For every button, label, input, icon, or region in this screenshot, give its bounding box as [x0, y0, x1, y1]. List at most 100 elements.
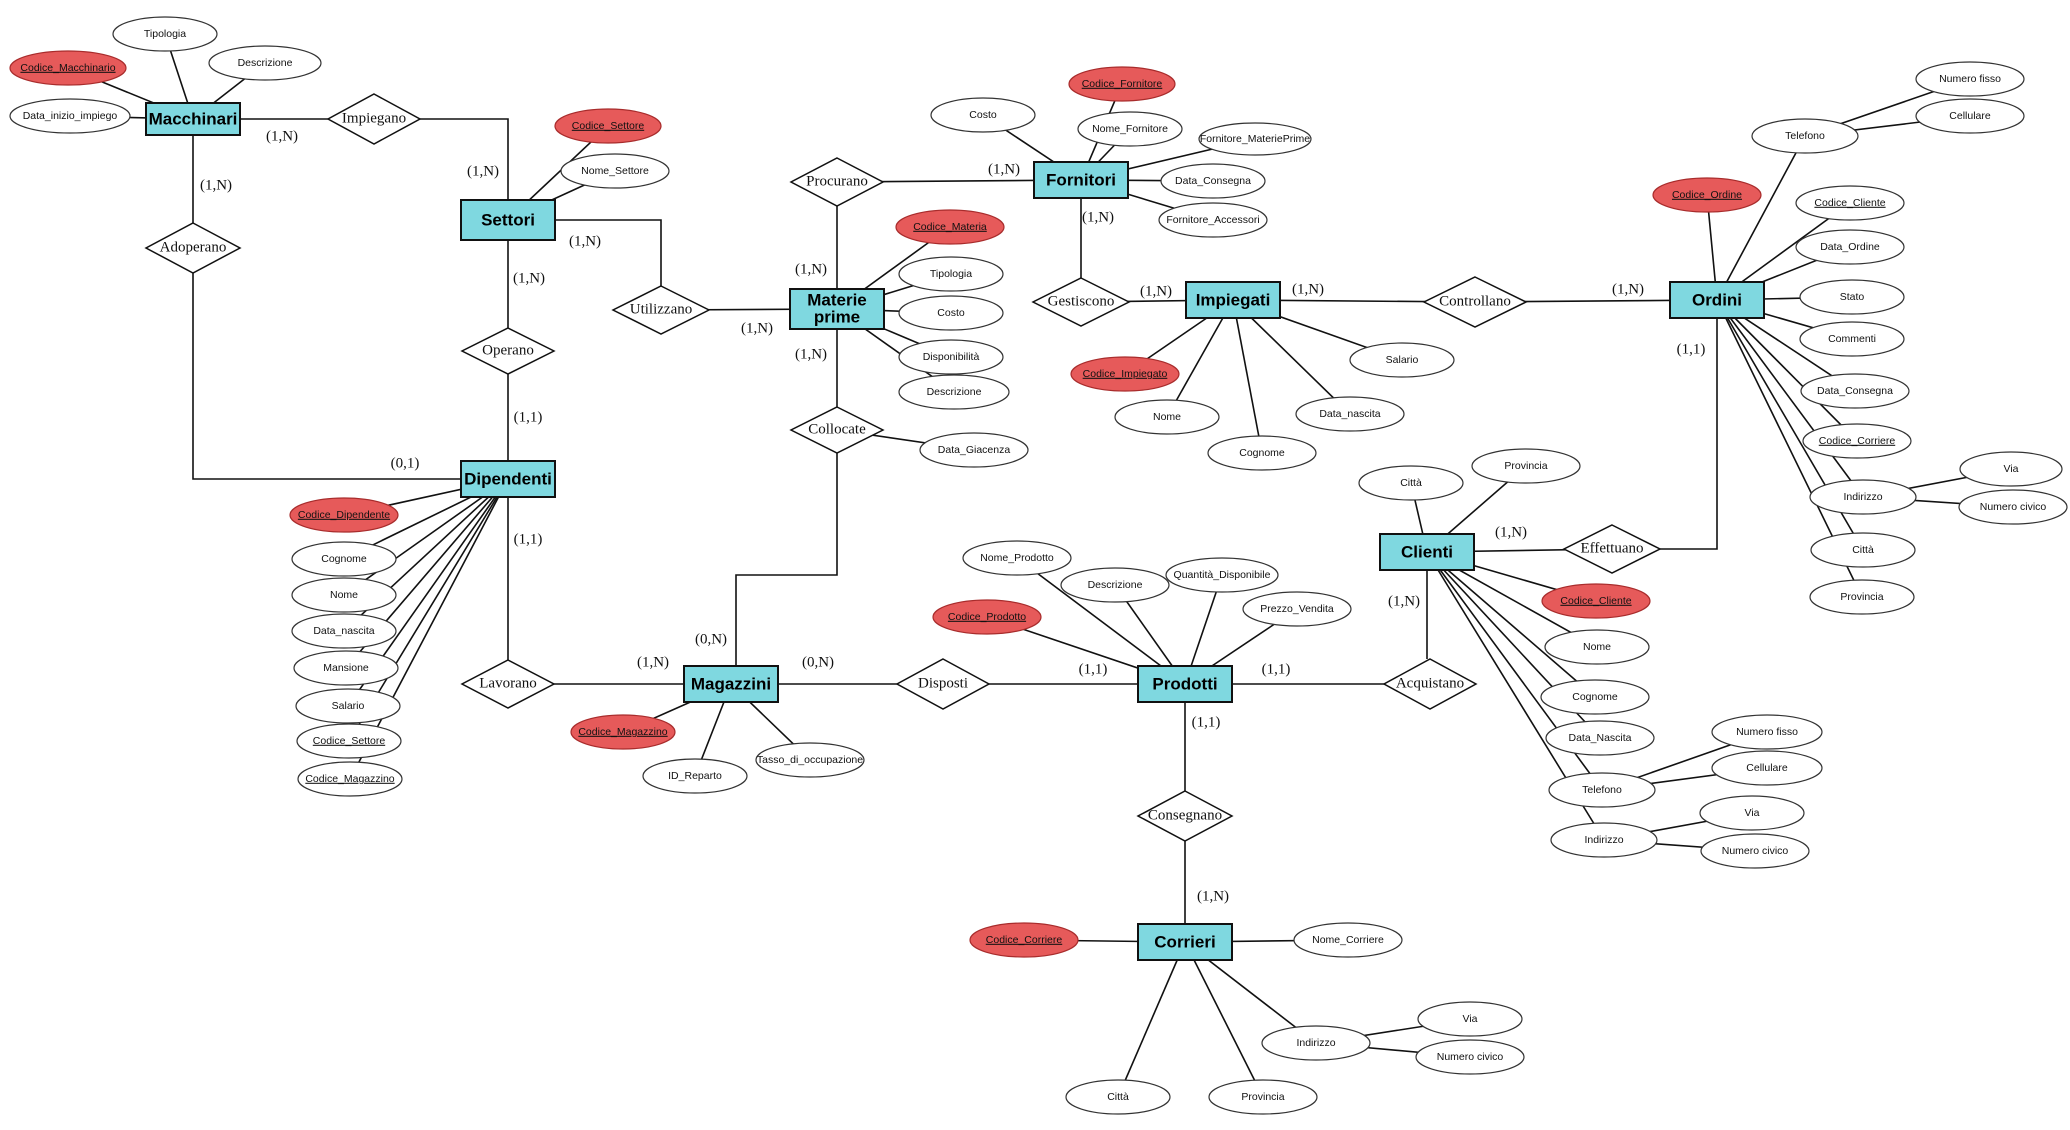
- relationship-controllano[interactable]: Controllano: [1422, 276, 1528, 328]
- attribute-disponibilita[interactable]: Disponibilità: [898, 339, 1004, 375]
- attribute-provincia-cr[interactable]: Provincia: [1208, 1079, 1318, 1115]
- relationship-utilizzano[interactable]: Utilizzano: [611, 285, 711, 335]
- attribute-nome-fornitore[interactable]: Nome_Fornitore: [1077, 111, 1183, 147]
- attribute-telefono-o[interactable]: Telefono: [1751, 118, 1859, 154]
- entity-prodotti[interactable]: Prodotti: [1137, 665, 1233, 703]
- attribute-codice-dipendente[interactable]: Codice_Dipendente: [289, 497, 399, 533]
- relationship-lavorano[interactable]: Lavorano: [460, 659, 556, 709]
- attribute-data-nascita-c[interactable]: Data_Nascita: [1545, 720, 1655, 756]
- attribute-data-nascita-d[interactable]: Data_nascita: [291, 613, 397, 649]
- attribute-via-cr[interactable]: Via: [1417, 1001, 1523, 1037]
- attribute-provincia-c[interactable]: Provincia: [1471, 448, 1581, 484]
- connector-impiegati-cognome-i: [1232, 299, 1263, 454]
- attribute-citta-cr[interactable]: Città: [1065, 1079, 1171, 1115]
- attribute-numero-fisso-o[interactable]: Numero fisso: [1915, 61, 2025, 97]
- entity-impiegati[interactable]: Impiegati: [1185, 281, 1281, 319]
- attribute-salario-i[interactable]: Salario: [1349, 342, 1455, 378]
- attribute-codice-prodotto[interactable]: Codice_Prodotto: [932, 599, 1042, 635]
- attribute-costo-mp[interactable]: Costo: [898, 295, 1004, 331]
- attribute-cellulare-c[interactable]: Cellulare: [1711, 750, 1823, 786]
- relationship-impiegano[interactable]: Impiegano: [326, 93, 422, 145]
- attribute-stato[interactable]: Stato: [1799, 279, 1905, 315]
- entity-macchinari[interactable]: Macchinari: [145, 102, 241, 136]
- attribute-codice-cliente[interactable]: Codice_Cliente: [1541, 583, 1651, 619]
- relationship-consegnano[interactable]: Consegnano: [1136, 790, 1234, 842]
- entity-magazzini[interactable]: Magazzini: [683, 665, 779, 703]
- attribute-label: Fornitore_Accessori: [1166, 214, 1259, 226]
- attribute-nome-d[interactable]: Nome: [291, 577, 397, 613]
- entity-settori[interactable]: Settori: [460, 199, 556, 241]
- relationship-gestiscono[interactable]: Gestiscono: [1031, 277, 1131, 327]
- attribute-codice-ordine[interactable]: Codice_Ordine: [1652, 177, 1762, 213]
- attribute-mansione[interactable]: Mansione: [293, 650, 399, 686]
- relationship-disposti[interactable]: Disposti: [895, 658, 991, 710]
- entity-clienti[interactable]: Clienti: [1379, 533, 1475, 571]
- attribute-data-giacenza[interactable]: Data_Giacenza: [919, 432, 1029, 468]
- attribute-codice-corriere[interactable]: Codice_Corriere: [969, 922, 1079, 958]
- attribute-numero-civico-o[interactable]: Numero civico: [1958, 489, 2068, 525]
- attribute-codice-macchinario[interactable]: Codice_Macchinario: [9, 50, 127, 86]
- attribute-data-nascita-i[interactable]: Data_nascita: [1295, 396, 1405, 432]
- attribute-nome-prodotto[interactable]: Nome_Prodotto: [962, 540, 1072, 576]
- attribute-indirizzo-c[interactable]: Indirizzo: [1550, 822, 1658, 858]
- attribute-codice-cliente-o[interactable]: Codice_Cliente: [1795, 185, 1905, 221]
- attribute-codice-fornitore[interactable]: Codice_Fornitore: [1068, 66, 1176, 102]
- relationship-adoperano[interactable]: Adoperano: [144, 222, 242, 274]
- attribute-fornitore-materieprime[interactable]: Fornitore_MateriePrime: [1198, 122, 1312, 156]
- attribute-salario-d[interactable]: Salario: [295, 688, 401, 724]
- entity-corrieri[interactable]: Corrieri: [1137, 923, 1233, 961]
- entity-dipendenti[interactable]: Dipendenti: [460, 460, 556, 498]
- attribute-nome-corriere[interactable]: Nome_Corriere: [1293, 922, 1403, 958]
- attribute-numero-civico-c[interactable]: Numero civico: [1700, 833, 1810, 869]
- attribute-data-inizio-impiego[interactable]: Data_inizio_impiego: [9, 98, 131, 134]
- attribute-fornitore-accessori[interactable]: Fornitore_Accessori: [1158, 202, 1268, 238]
- attribute-nome-i[interactable]: Nome: [1114, 399, 1220, 435]
- relationship-effettuano[interactable]: Effettuano: [1562, 524, 1662, 574]
- attribute-tasso-occupazione[interactable]: Tasso_di_occupazione: [755, 742, 865, 778]
- attribute-telefono-c[interactable]: Telefono: [1548, 772, 1656, 808]
- attribute-cognome-i[interactable]: Cognome: [1207, 435, 1317, 471]
- attribute-codice-impiegato[interactable]: Codice_Impiegato: [1070, 356, 1180, 392]
- attribute-numero-civico-cr[interactable]: Numero civico: [1415, 1039, 1525, 1075]
- attribute-codice-corriere-o[interactable]: Codice_Corriere: [1802, 423, 1912, 459]
- attribute-descrizione-m[interactable]: Descrizione: [208, 45, 322, 81]
- attribute-via-o[interactable]: Via: [1959, 451, 2063, 487]
- attribute-tipologia-m[interactable]: Tipologia: [112, 16, 218, 52]
- attribute-codice-settore-d[interactable]: Codice_Settore: [296, 723, 402, 759]
- attribute-citta-c[interactable]: Città: [1358, 465, 1464, 501]
- relationship-collocate[interactable]: Collocate: [789, 406, 885, 454]
- attribute-data-ordine[interactable]: Data_Ordine: [1795, 229, 1905, 265]
- attribute-cognome-d[interactable]: Cognome: [291, 541, 397, 577]
- attribute-quantita-disponibile[interactable]: Quantità_Disponibile: [1165, 557, 1279, 593]
- attribute-data-consegna-f[interactable]: Data_Consegna: [1160, 163, 1266, 199]
- attribute-tipologia-mp[interactable]: Tipologia: [898, 256, 1004, 292]
- relationship-procurano[interactable]: Procurano: [789, 157, 885, 207]
- entity-ordini[interactable]: Ordini: [1669, 281, 1765, 319]
- attribute-cellulare-o[interactable]: Cellulare: [1915, 98, 2025, 134]
- attribute-descrizione-p[interactable]: Descrizione: [1060, 567, 1170, 603]
- attribute-label: Provincia: [1241, 1091, 1284, 1103]
- attribute-provincia-o[interactable]: Provincia: [1809, 579, 1915, 615]
- attribute-numero-fisso-c[interactable]: Numero fisso: [1711, 714, 1823, 750]
- attribute-descrizione-mp[interactable]: Descrizione: [898, 374, 1010, 410]
- attribute-id-reparto[interactable]: ID_Reparto: [642, 758, 748, 794]
- attribute-via-c[interactable]: Via: [1699, 795, 1805, 831]
- attribute-commenti[interactable]: Commenti: [1799, 321, 1905, 357]
- attribute-codice-settore[interactable]: Codice_Settore: [554, 108, 662, 144]
- attribute-nome-settore[interactable]: Nome_Settore: [560, 153, 670, 189]
- relationship-operano[interactable]: Operano: [460, 327, 556, 375]
- attribute-cognome-c[interactable]: Cognome: [1540, 679, 1650, 715]
- relationship-acquistano[interactable]: Acquistano: [1382, 658, 1478, 710]
- attribute-codice-magazzino-d[interactable]: Codice_Magazzino: [297, 761, 403, 797]
- attribute-costo-f[interactable]: Costo: [930, 97, 1036, 133]
- attribute-prezzo-vendita[interactable]: Prezzo_Vendita: [1242, 591, 1352, 627]
- attribute-indirizzo-o[interactable]: Indirizzo: [1809, 479, 1917, 515]
- entity-fornitori[interactable]: Fornitori: [1033, 161, 1129, 199]
- attribute-codice-materia[interactable]: Codice_Materia: [895, 209, 1005, 245]
- attribute-codice-magazzino[interactable]: Codice_Magazzino: [570, 714, 676, 750]
- attribute-citta-o[interactable]: Città: [1810, 532, 1916, 568]
- attribute-nome-c[interactable]: Nome: [1544, 629, 1650, 665]
- attribute-indirizzo-cr[interactable]: Indirizzo: [1261, 1025, 1371, 1061]
- attribute-data-consegna-o[interactable]: Data_Consegna: [1800, 373, 1910, 409]
